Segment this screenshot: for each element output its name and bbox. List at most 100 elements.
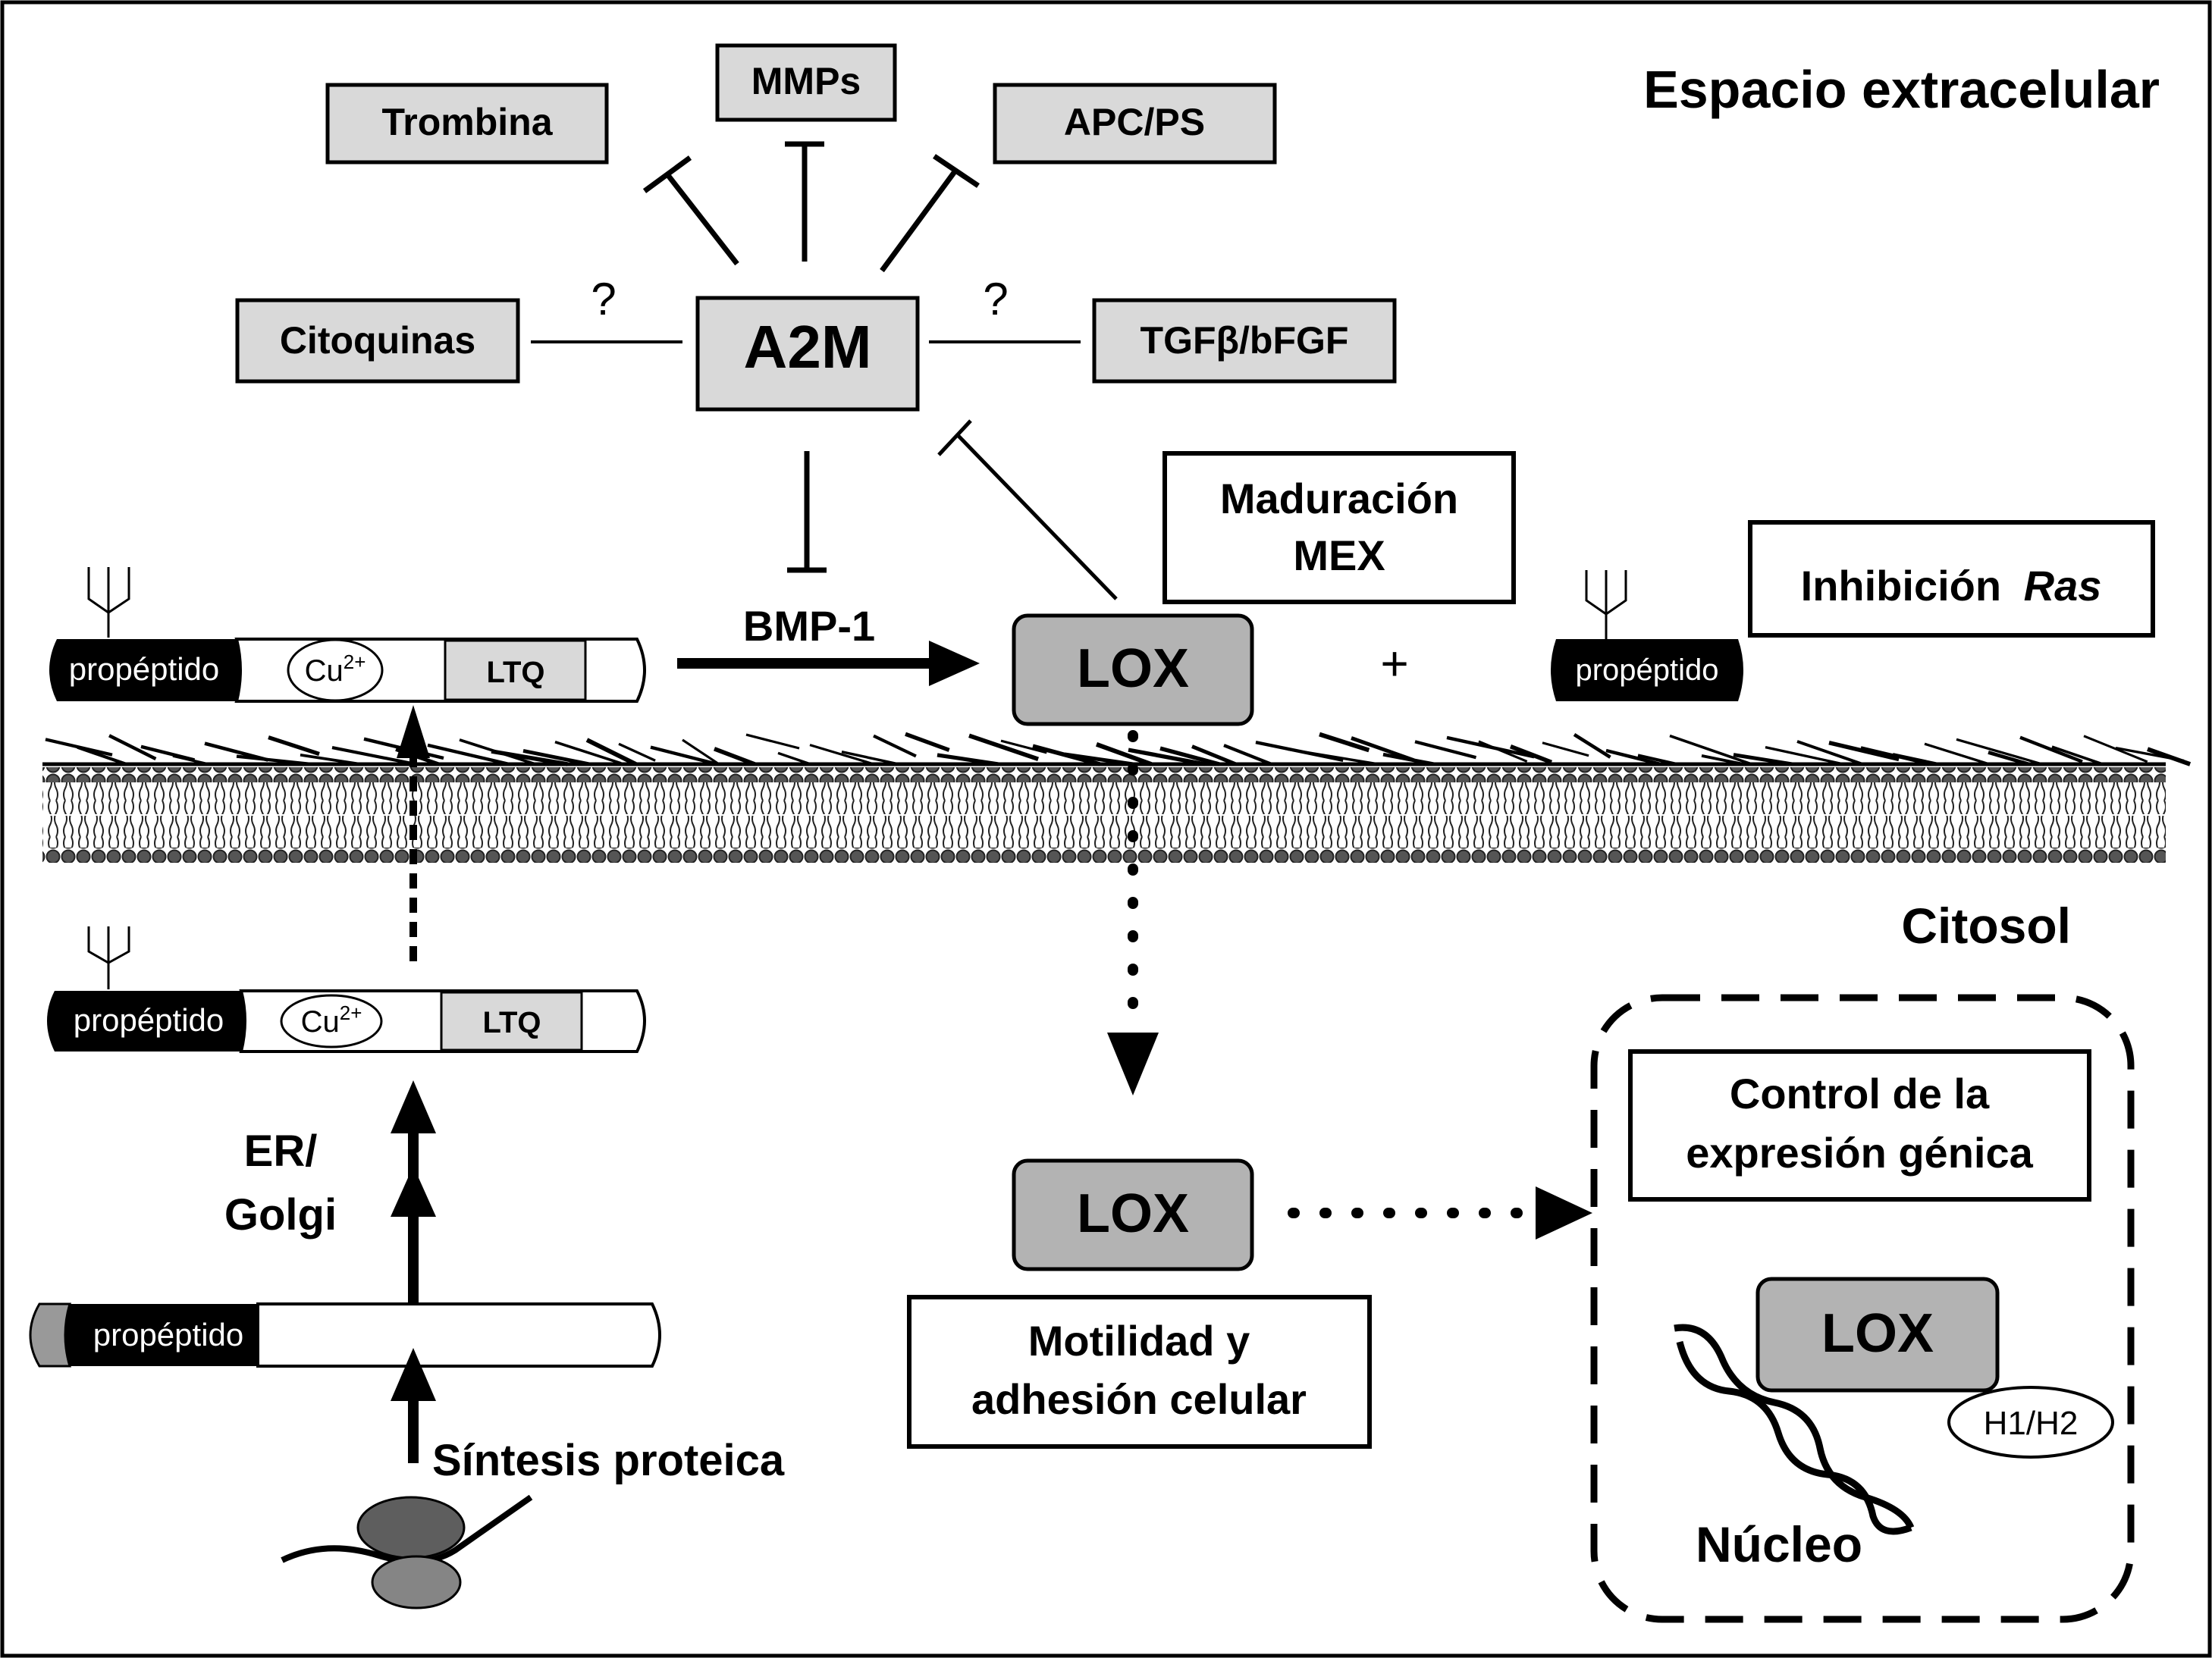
propeptide-label: propéptido bbox=[93, 1317, 244, 1352]
inhibit-mmps bbox=[785, 141, 824, 262]
maduracion-line1: Maduración bbox=[1220, 475, 1458, 522]
inhibit-trombina bbox=[642, 155, 739, 266]
ecm-fiber bbox=[1159, 746, 1220, 766]
lox-nucleus-label: LOX bbox=[1821, 1303, 1934, 1364]
ecm-fiber bbox=[777, 751, 811, 766]
ecm-fiber bbox=[1796, 740, 1863, 766]
inhibicion-ras-label: Inhibición Ras bbox=[1801, 562, 2102, 610]
pro-lox-cytosolic: propéptido Cu2+ LTQ bbox=[47, 926, 646, 1053]
ecm-fiber bbox=[522, 748, 590, 766]
ecm-fiber bbox=[1382, 752, 1435, 766]
inhibit-bmp1 bbox=[787, 451, 827, 573]
node-mmps-label: MMPs bbox=[751, 60, 861, 102]
ecm-fiber bbox=[1542, 741, 1589, 757]
plus-sign: + bbox=[1380, 636, 1408, 691]
control-line2: expresión génica bbox=[1686, 1129, 2033, 1177]
motilidad-line2: adhesión celular bbox=[971, 1375, 1307, 1423]
cell-membrane bbox=[42, 732, 2192, 863]
box-control-expresion bbox=[1628, 1049, 2091, 1202]
ras-word: Ras bbox=[2024, 562, 2102, 610]
bmp1-cleavage-arrow: BMP-1 bbox=[677, 602, 980, 686]
ecm-fiber bbox=[809, 744, 874, 766]
lox-extracellular: LOX bbox=[1012, 613, 1254, 726]
node-citoquinas: Citoquinas bbox=[235, 298, 520, 384]
ecm-fiber bbox=[1701, 754, 1744, 766]
node-apc-ps-label: APC/PS bbox=[1064, 101, 1205, 143]
ltq-label: LTQ bbox=[482, 1006, 541, 1039]
lipid-tails-inner bbox=[42, 816, 2166, 848]
ecm-fiber bbox=[714, 747, 756, 766]
lipid-heads-outer bbox=[42, 767, 2166, 782]
node-tgf-bfgf-label: TGFβ/bFGF bbox=[1141, 319, 1349, 362]
ecm-fiber bbox=[1287, 748, 1379, 766]
cleaved-propeptide: propéptido bbox=[1551, 570, 1743, 701]
ecm-fiber bbox=[1956, 738, 2041, 765]
ecm-fiber bbox=[1000, 739, 1047, 754]
ecm-fiber bbox=[937, 753, 999, 766]
er-golgi-arrows: ER/ Golgi bbox=[224, 1080, 436, 1304]
lox-nucleus bbox=[1755, 1277, 2000, 1393]
link-citoquinas-a2m: ? bbox=[531, 274, 682, 343]
secretion-path bbox=[397, 705, 430, 961]
node-trombina-label: Trombina bbox=[381, 101, 553, 143]
ecm-fiber bbox=[968, 733, 1040, 761]
ecm-fiber bbox=[1765, 745, 1844, 766]
copper-label: Cu2+ bbox=[305, 650, 366, 688]
ecm-fiber bbox=[2147, 747, 2192, 766]
node-a2m: A2M bbox=[695, 296, 920, 412]
node-tgf-bfgf: TGFβ/bFGF bbox=[1092, 298, 1397, 384]
box-inhibicion-ras: Inhibición Ras bbox=[1748, 520, 2155, 638]
inhibit-apc-ps bbox=[880, 154, 980, 273]
ecm-fiber bbox=[682, 738, 718, 764]
ecm-fiber bbox=[236, 754, 312, 766]
region-label-nucleus: Núcleo bbox=[1696, 1516, 1862, 1572]
ecm-fiber bbox=[108, 734, 157, 761]
ecm-fiber bbox=[1924, 742, 1990, 766]
dna-double-helix-icon bbox=[1674, 1324, 1915, 1535]
histones-label: H1/H2 bbox=[1984, 1405, 2079, 1442]
er-label: ER/ bbox=[244, 1127, 318, 1176]
propeptide-label: propéptido bbox=[1575, 653, 1718, 687]
nascent-pro-lox: propéptido bbox=[29, 1302, 661, 1368]
glycosylation-icon bbox=[87, 567, 130, 638]
ecm-fiber bbox=[1128, 748, 1206, 766]
ecm-fiber bbox=[1414, 740, 1477, 760]
protein-synthesis-arrow: Síntesis proteica bbox=[391, 1348, 785, 1485]
box-maduracion-mex: Maduración MEX bbox=[1162, 451, 1516, 604]
ecm-fiber bbox=[172, 754, 209, 766]
copper-site bbox=[280, 994, 383, 1048]
copper-label: Cu2+ bbox=[301, 1001, 362, 1039]
ecm-fiber bbox=[1319, 732, 1370, 753]
lox-cytosol-label: LOX bbox=[1077, 1183, 1189, 1244]
glycosylation-icon bbox=[1585, 570, 1627, 639]
node-mmps: MMPs bbox=[715, 43, 897, 122]
inhibit-a2m-by-lox bbox=[937, 419, 1118, 600]
maduracion-line2: MEX bbox=[1293, 531, 1385, 579]
ecm-fiber bbox=[618, 742, 656, 762]
bmp1-label: BMP-1 bbox=[743, 602, 875, 650]
node-apc-ps: APC/PS bbox=[993, 83, 1277, 165]
ecm-fiber bbox=[1669, 734, 1752, 766]
ecm-fiber bbox=[300, 753, 361, 766]
ecm-fiber bbox=[650, 745, 718, 766]
ecm-fiber bbox=[331, 746, 416, 766]
ecm-fiber bbox=[1605, 748, 1661, 766]
ltq-label: LTQ bbox=[486, 656, 544, 689]
lipid-tails-outer bbox=[42, 782, 2166, 814]
ecm-fiber bbox=[745, 733, 800, 750]
ecm-fiber bbox=[585, 738, 637, 766]
ecm-fiber bbox=[2051, 745, 2104, 766]
region-label-cytosol: Citosol bbox=[1901, 898, 2071, 954]
nucleus: Control de la expresión génica LOX H1/H2… bbox=[1590, 994, 2135, 1623]
ecm-fiber bbox=[1828, 741, 1900, 762]
ecm-fiber bbox=[1637, 754, 1677, 766]
ecm-fiber bbox=[905, 732, 950, 752]
node-citoquinas-label: Citoquinas bbox=[280, 319, 475, 362]
ecm-fiber bbox=[491, 749, 568, 766]
ribosome-icon bbox=[281, 1494, 533, 1609]
propeptide-label: propéptido bbox=[69, 651, 220, 687]
ecm-fiber bbox=[1191, 744, 1237, 766]
control-line1: Control de la bbox=[1730, 1070, 1990, 1117]
ecm-fiber bbox=[268, 735, 320, 757]
